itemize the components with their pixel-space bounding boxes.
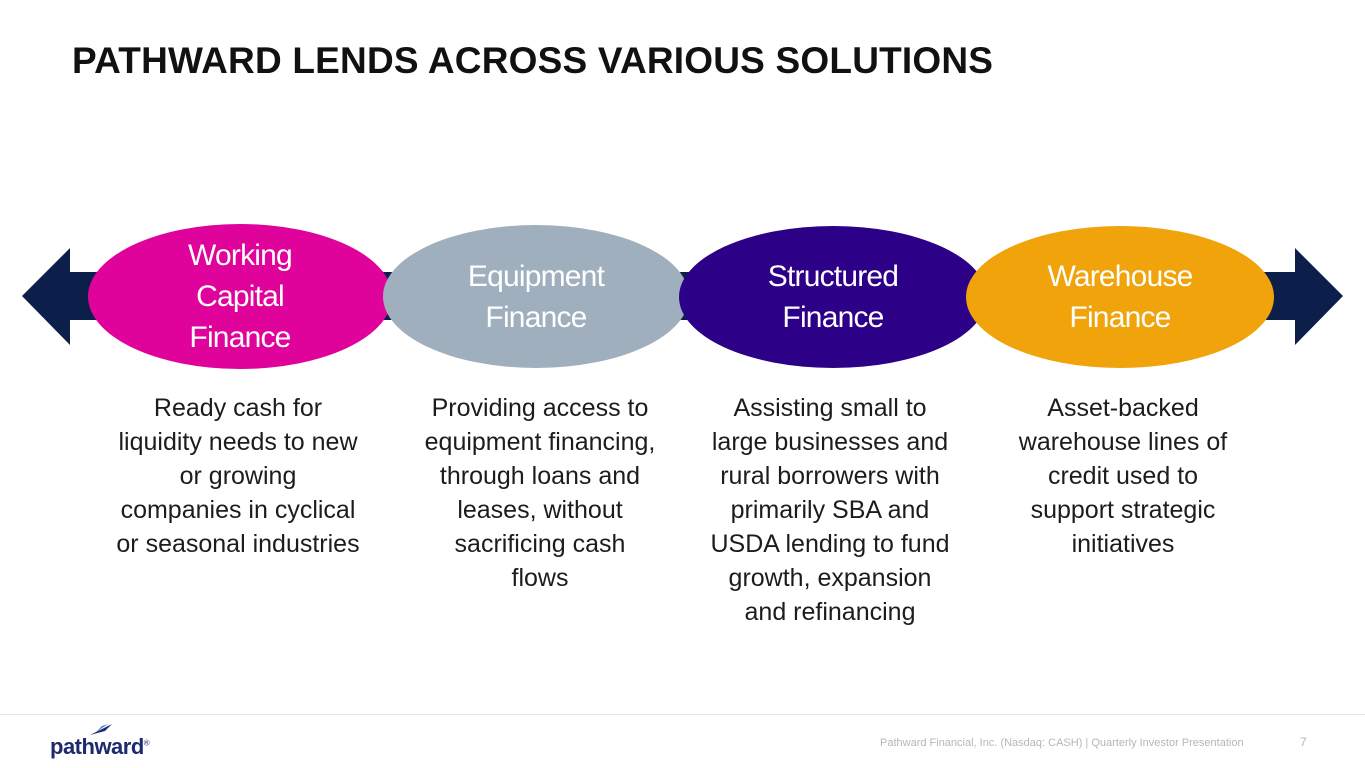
equipment-finance-oval: Equipment Finance xyxy=(383,225,689,368)
equipment-finance-description: Providing access to equipment financing,… xyxy=(424,394,656,592)
warehouse-finance-oval: Warehouse Finance xyxy=(966,226,1274,368)
logo-wordmark: pathward xyxy=(50,734,144,759)
oval-label: Working Capital Finance xyxy=(188,239,293,354)
oval-label: Warehouse Finance xyxy=(1047,260,1193,334)
registered-mark: ® xyxy=(143,738,150,748)
footer-divider xyxy=(0,714,1365,715)
logo-swoosh-icon xyxy=(90,724,112,735)
pathward-logo: pathward® xyxy=(50,722,154,762)
oval-label: Equipment Finance xyxy=(467,259,605,334)
structured-finance-description: Assisting small to large businesses and … xyxy=(710,394,950,626)
right-arrowhead xyxy=(1245,248,1343,345)
page-title: PATHWARD LENDS ACROSS VARIOUS SOLUTIONS xyxy=(72,40,994,81)
working-capital-finance-oval: Working Capital Finance xyxy=(88,224,392,369)
structured-finance-oval: Structured Finance xyxy=(679,226,987,368)
working-capital-description: Ready cash for liquidity needs to new or… xyxy=(116,394,360,558)
warehouse-finance-description: Asset-backed warehouse lines of credit u… xyxy=(1018,394,1228,558)
page-number: 7 xyxy=(1300,735,1307,749)
footer-caption: Pathward Financial, Inc. (Nasdaq: CASH) … xyxy=(880,737,1244,749)
oval-label: Structured Finance xyxy=(767,260,899,334)
